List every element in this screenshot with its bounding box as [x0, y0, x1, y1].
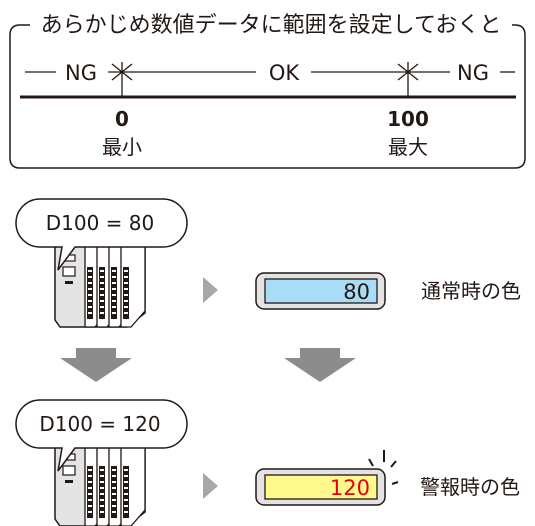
arrow-down-icon [60, 348, 132, 382]
range-panel-title: あらかじめ数値データに範囲を設定しておくと [41, 13, 502, 38]
speech-bubble [15, 399, 188, 472]
max-boundary-marker [397, 62, 419, 97]
display-value: 80 [343, 280, 370, 304]
range-label-ng-left: NG [65, 61, 97, 85]
min-value: 0 [115, 107, 129, 131]
arrow-down-icon [284, 348, 356, 382]
bubble-text: D100 = 80 [46, 211, 155, 235]
range-panel-border [9, 24, 526, 169]
bubble-text: D100 = 120 [39, 412, 160, 436]
display-fill [264, 278, 378, 304]
range-panel: あらかじめ数値データに範囲を設定しておくと NG OK NG 0 最小 100 … [9, 13, 526, 169]
max-caption: 最大 [388, 135, 428, 159]
max-value: 100 [387, 107, 429, 131]
display-value: 120 [330, 476, 370, 500]
flash-lines-icon [368, 450, 399, 485]
numeric-display: 120 [255, 468, 386, 506]
chevron-right-icon [203, 277, 218, 303]
normal-color-caption: 通常時の色 [421, 279, 521, 303]
alarm-color-caption: 警報時の色 [420, 475, 520, 499]
alarm-case: D100 = 120 120 警報時の色 [15, 399, 520, 526]
min-boundary-marker [111, 62, 133, 97]
range-label-ok: OK [269, 61, 301, 85]
numeric-display: 80 [255, 272, 386, 310]
normal-case: D100 = 80 80 通常時の色 [15, 198, 521, 328]
chevron-right-icon [203, 473, 218, 499]
min-caption: 最小 [102, 135, 142, 159]
range-label-ng-right: NG [457, 61, 489, 85]
speech-bubble [15, 198, 188, 271]
display-fill [264, 474, 378, 500]
